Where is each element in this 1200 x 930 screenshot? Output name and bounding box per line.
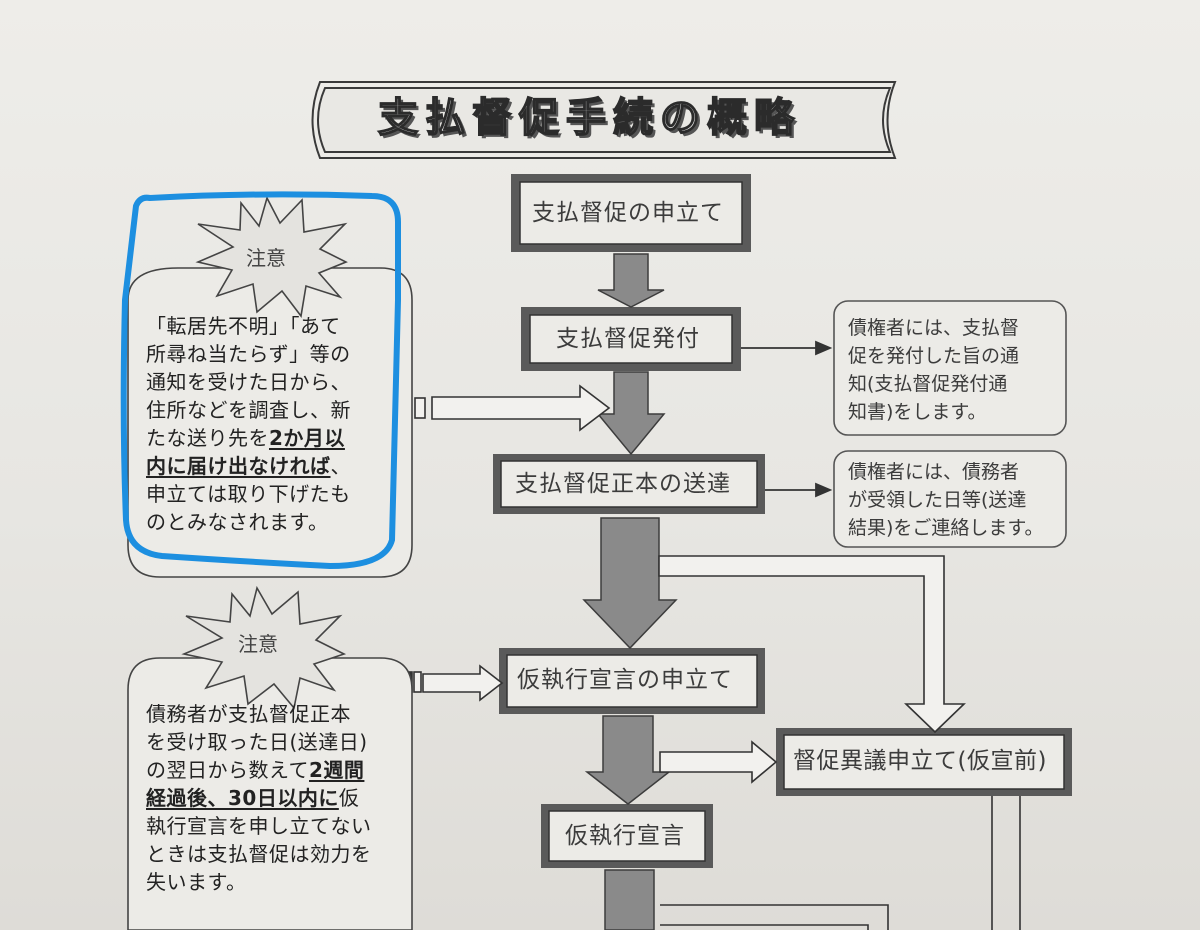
note1-line: 内に届け出なければ、 [146, 452, 351, 480]
info1-line: 知(支払督促発付通 [848, 373, 1008, 395]
info-text-1: 債権者には、支払督 促を発付した旨の通 知(支払督促発付通 知書)をします。 [848, 314, 1019, 426]
note2-text: 債務者が支払督促正本 を受け取った日(送達日) の翌日から数えて2週間 経過後、… [146, 700, 372, 896]
info-box-1 [833, 300, 1067, 436]
note1-line: のとみなされます。 [146, 510, 329, 534]
note1-emphasis: 2か月以 [269, 426, 345, 450]
box-step5 [541, 804, 713, 868]
note1-burst [195, 195, 348, 318]
note1-line: 申立ては取り下げたも [146, 482, 351, 506]
note1-line: 「転居先不明」「あて [146, 314, 341, 338]
info2-line: 結果)をご連絡します。 [848, 517, 1044, 539]
note2-line: を受け取った日(送達日) [146, 730, 368, 754]
note2-emphasis: 経過後、30日以内に [146, 786, 339, 810]
note1-frame [127, 267, 413, 578]
info-box-2 [833, 450, 1067, 548]
note2-line: 債務者が支払督促正本 [146, 702, 351, 726]
note2-text-part: 仮 [338, 786, 360, 810]
box-step2 [521, 307, 741, 371]
down-arrows [582, 253, 678, 930]
step2-label: 支払督促発付 [556, 326, 700, 352]
note2-line: 執行宣言を申し立てない [146, 814, 372, 838]
info2-line: が受領した日等(送達 [848, 489, 1027, 511]
blue-highlight [120, 191, 401, 569]
note1-text: 「転居先不明」「あて 所尋ね当たらず」等の 通知を受けた日から、 住所などを調査… [146, 312, 351, 536]
note1-line: 通知を受けた日から、 [146, 370, 351, 394]
objection-label: 督促異議申立て(仮宣前) [793, 748, 1047, 774]
note2-label: 注意 [238, 632, 278, 656]
box-step4 [499, 648, 765, 714]
continuation-lines [660, 796, 1021, 930]
branch-arrow [658, 555, 966, 734]
page-title: 支払督促手続の概略 [377, 95, 801, 141]
note2-burst [181, 585, 347, 710]
note1-arrow [399, 384, 611, 432]
info-text-2: 債権者には、債務者 が受領した日等(送達 結果)をご連絡します。 [848, 458, 1044, 542]
note2-line: 失います。 [146, 870, 247, 894]
info-arrows [741, 340, 833, 498]
objection-arrow [659, 740, 778, 784]
note2-text-part: の翌日から数えて [146, 758, 309, 782]
note2-line: 経過後、30日以内に仮 [146, 784, 372, 812]
title-banner [311, 81, 897, 159]
note1-text-part: たな送り先を [146, 426, 269, 450]
note2-line: の翌日から数えて2週間 [146, 756, 372, 784]
step3-label: 支払督促正本の送達 [515, 471, 731, 497]
step5-label: 仮執行宣言 [565, 823, 685, 849]
info1-line: 債権者には、支払督 [848, 317, 1020, 339]
info1-line: 知書)をします。 [848, 401, 987, 423]
note2-emphasis: 2週間 [309, 758, 365, 782]
note2-line: ときは支払督促は効力を [146, 842, 372, 866]
step4-label: 仮執行宣言の申立て [517, 667, 733, 693]
note1-emphasis: 内に届け出なければ [146, 454, 331, 478]
box-step3 [493, 454, 765, 514]
step1-label: 支払督促の申立て [532, 200, 724, 226]
note1-label: 注意 [246, 246, 286, 270]
note2-frame [127, 657, 413, 930]
note2-arrow [404, 664, 504, 702]
note1-text-part: 、 [330, 454, 351, 478]
info1-line: 促を発付した旨の通 [848, 345, 1020, 367]
box-step1 [511, 174, 751, 252]
box-objection [776, 728, 1072, 796]
note1-line: たな送り先を2か月以 [146, 424, 351, 452]
info2-line: 債権者には、債務者 [848, 461, 1020, 483]
note1-line: 住所などを調査し、新 [146, 398, 351, 422]
note1-line: 所尋ね当たらず」等の [146, 342, 351, 366]
